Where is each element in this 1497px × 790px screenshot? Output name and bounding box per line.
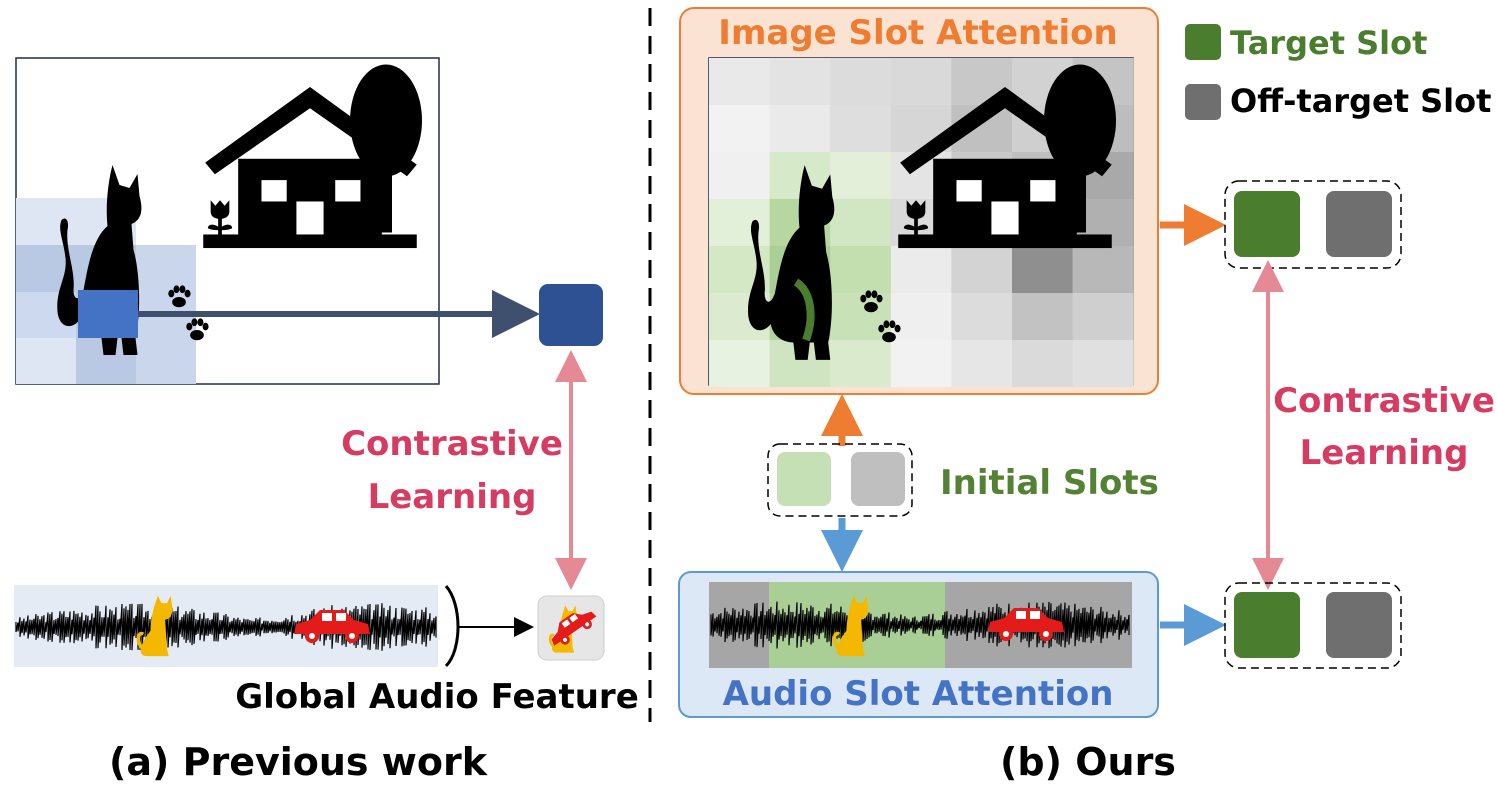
attention-patch bbox=[1072, 293, 1134, 340]
ours-panel: Image Slot Attention Target Slot Off-tar… bbox=[678, 7, 1495, 784]
right-contrastive-line2: Learning bbox=[1300, 433, 1469, 473]
attention-patch bbox=[1012, 246, 1074, 293]
attention-patch bbox=[709, 105, 771, 152]
attention-patch bbox=[709, 58, 771, 105]
attention-patch bbox=[890, 58, 952, 105]
attention-patch bbox=[830, 105, 892, 152]
audio-slot-attention-label: Audio Slot Attention bbox=[723, 674, 1114, 714]
image-slots-group bbox=[1224, 180, 1402, 269]
attention-patch bbox=[830, 340, 892, 387]
right-contrastive-line1: Contrastive bbox=[1273, 381, 1495, 421]
attention-patch bbox=[951, 293, 1013, 340]
audio-target-slot bbox=[1234, 592, 1300, 658]
attention-patch bbox=[890, 340, 952, 387]
attention-patch bbox=[1012, 293, 1074, 340]
image-off-target-slot bbox=[1326, 191, 1392, 257]
initial-target-slot bbox=[777, 452, 831, 506]
previous-work-panel: Contrastive Learning Global Audio Featur… bbox=[14, 57, 639, 784]
attention-patch bbox=[830, 58, 892, 105]
attention-patch bbox=[830, 199, 892, 246]
attention-patch bbox=[830, 152, 892, 199]
attention-patch bbox=[951, 246, 1013, 293]
attention-patch bbox=[890, 293, 952, 340]
audio-off-target-slot bbox=[1326, 592, 1392, 658]
attention-patch bbox=[1072, 340, 1134, 387]
attention-patch bbox=[709, 340, 771, 387]
audio-waveform bbox=[15, 603, 437, 651]
attention-patch bbox=[709, 152, 771, 199]
attention-patch bbox=[951, 340, 1013, 387]
cat-tail-highlight bbox=[793, 278, 815, 342]
attention-patch bbox=[769, 105, 831, 152]
audio-waveform bbox=[710, 601, 1130, 649]
initial-off-target-slot bbox=[851, 452, 905, 506]
legend-target-label: Target Slot bbox=[1230, 24, 1427, 62]
legend-off-target-swatch bbox=[1185, 84, 1221, 120]
global-audio-feature-label: Global Audio Feature bbox=[235, 677, 639, 717]
attention-patch bbox=[830, 246, 892, 293]
attention-patch bbox=[1072, 246, 1134, 293]
image-target-slot bbox=[1234, 191, 1300, 257]
legend-off-target-label: Off-target Slot bbox=[1230, 82, 1491, 120]
left-contrastive-line2: Learning bbox=[368, 477, 537, 517]
pool-bracket bbox=[444, 585, 460, 668]
attention-patch bbox=[890, 246, 952, 293]
audio-slots-group bbox=[1224, 582, 1402, 669]
attention-patch bbox=[1012, 340, 1074, 387]
attention-patch bbox=[769, 58, 831, 105]
initial-slots-label: Initial Slots bbox=[940, 463, 1159, 503]
global-visual-feature bbox=[539, 284, 603, 346]
attention-patch bbox=[709, 199, 771, 246]
right-caption: (b) Ours bbox=[1000, 740, 1176, 784]
left-contrastive-line1: Contrastive bbox=[341, 424, 563, 464]
image-slot-attention-label: Image Slot Attention bbox=[718, 13, 1117, 53]
legend-target-swatch bbox=[1185, 24, 1221, 60]
global-audio-feature-icon bbox=[537, 595, 605, 661]
left-caption: (a) Previous work bbox=[109, 740, 488, 784]
initial-slots-group bbox=[767, 443, 913, 517]
global-visual-patch bbox=[78, 290, 138, 338]
